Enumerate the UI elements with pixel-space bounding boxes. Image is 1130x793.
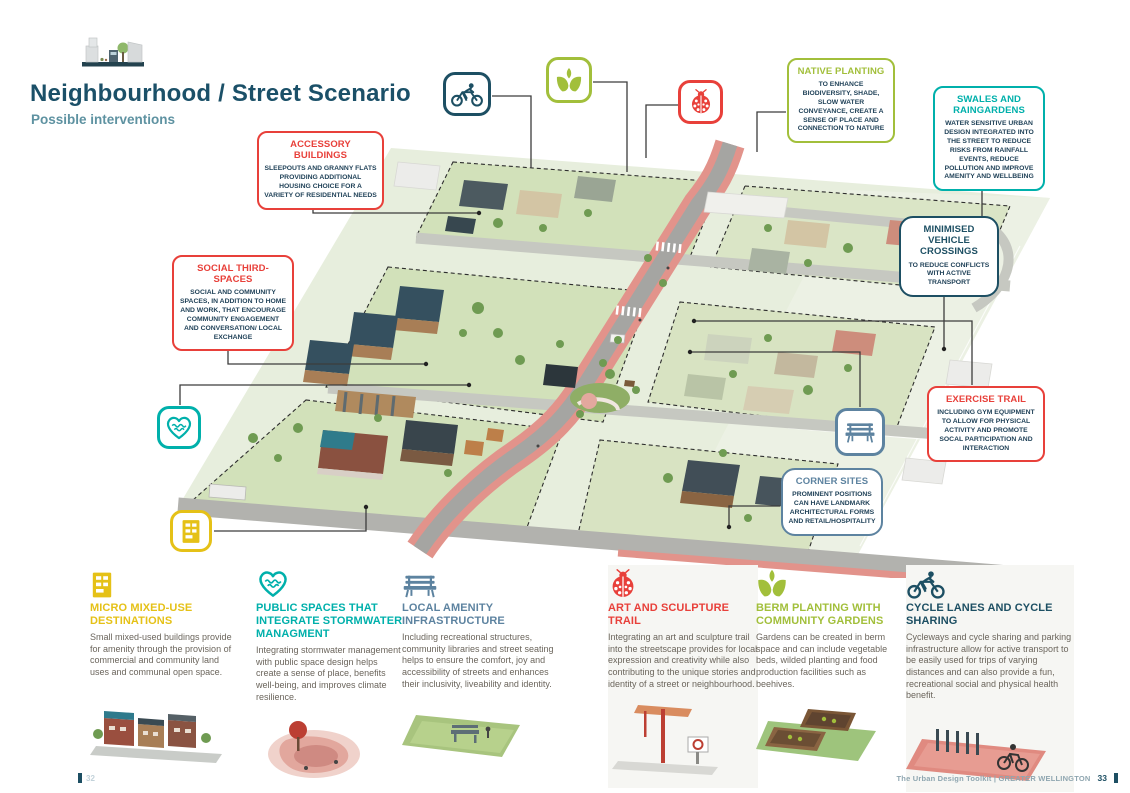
legend-title: BERM PLANTING WITH COMMUNITY GARDENS (756, 602, 884, 627)
legend-public-spaces-stormwater: PUBLIC SPACES THAT INTEGRATE STORMWATER … (256, 565, 404, 789)
callout-accessory-buildings: ACCESSORY BUILDINGS SLEEPOUTS AND GRANNY… (257, 131, 384, 210)
legend-berm-planting: BERM PLANTING WITH COMMUNITY GARDENS Gar… (756, 565, 906, 768)
bench-icon (402, 565, 560, 599)
callout-social-third-spaces: SOCIAL THIRD-SPACES SOCIAL AND COMMUNITY… (172, 255, 294, 352)
legend-body: Gardens can be created in berm space and… (756, 631, 888, 689)
legend-local-amenity: LOCAL AMENITY INFRASTRUCTURE Including r… (402, 565, 560, 766)
legend-cycle-lanes: CYCLE LANES AND CYCLE SHARING Cycleways … (906, 565, 1074, 793)
callout-native-planting: NATIVE PLANTING TO ENHANCE BIODIVERSITY,… (787, 58, 895, 144)
legend-body: Including recreational structures, commu… (402, 631, 554, 689)
sculpture-illustration (612, 705, 718, 776)
plant-icon (546, 57, 592, 103)
legend-title: CYCLE LANES AND CYCLE SHARING (906, 602, 1053, 627)
legend-title: PUBLIC SPACES THAT INTEGRATE STORMWATER … (256, 602, 403, 640)
street-scene-logo (82, 37, 144, 67)
callout-minimised-vehicle-crossings: MINIMISED VEHICLE CROSSINGS TO REDUCE CO… (899, 216, 999, 298)
garden-beds-illustration (756, 709, 876, 762)
page-title: Neighbourhood / Street Scenario (30, 80, 411, 107)
callout-title: ACCESSORY BUILDINGS (290, 139, 351, 162)
right-page-number: 33 (1097, 773, 1107, 783)
page-marker-bar (78, 773, 82, 783)
legend-body: Small mixed-used buildings provide for a… (90, 631, 232, 677)
cyclist-icon (443, 72, 491, 116)
building-icon (170, 510, 212, 552)
cyclist-icon (906, 565, 1074, 599)
callout-corner-sites: CORNER SITES PROMINENT POSITIONS CAN HAV… (781, 468, 883, 536)
footer-left: 32 (78, 773, 95, 783)
plant-icon (756, 565, 906, 599)
callout-title: SOCIAL THIRD-SPACES (197, 263, 269, 286)
callout-body: SOCIAL AND COMMUNITY SPACES, IN ADDITION… (180, 289, 286, 341)
ladybug-icon (608, 565, 758, 599)
callout-title: CORNER SITES (795, 476, 869, 487)
legend-body: Integrating stormwater management with p… (256, 644, 401, 702)
callout-body: PROMINENT POSITIONS CAN HAVE LANDMARK AR… (788, 491, 876, 525)
left-page-number: 32 (86, 773, 95, 783)
heart-waves-icon (157, 406, 201, 449)
cycle-path-illustration (906, 729, 1046, 782)
legend-micro-mixed-use: MICRO MIXED-USE DESTINATIONS Small mixed… (90, 565, 240, 769)
mixed-use-illustration (90, 710, 222, 763)
callout-title: MINIMISED VEHICLE CROSSINGS (920, 224, 978, 258)
legend-title: ART AND SCULPTURE TRAIL (608, 602, 730, 627)
bench-icon (835, 408, 885, 456)
legend-body: Cycleways and cycle sharing and parking … (906, 631, 1072, 701)
building-icon (90, 565, 240, 599)
amenity-illustration (402, 715, 520, 758)
page-subtitle: Possible interventions (31, 112, 176, 127)
callout-body: TO ENHANCE BIODIVERSITY, SHADE, SLOW WAT… (797, 81, 885, 133)
footer-right: The Urban Design Toolkit | GREATER WELLI… (896, 773, 1118, 783)
footer-credit: The Urban Design Toolkit | GREATER WELLI… (896, 773, 1091, 783)
callout-body: INCLUDING GYM EQUIPMENT TO ALLOW FOR PHY… (937, 409, 1035, 452)
callout-title: EXERCISE TRAIL (945, 394, 1027, 405)
legend-title: LOCAL AMENITY INFRASTRUCTURE (402, 602, 505, 627)
callout-body: WATER SENSITIVE URBAN DESIGN INTEGRATED … (944, 120, 1034, 181)
callout-body: SLEEPOUTS AND GRANNY FLATS PROVIDING ADD… (264, 165, 377, 199)
callout-exercise-trail: EXERCISE TRAIL INCLUDING GYM EQUIPMENT T… (927, 386, 1045, 463)
callout-swales-raingardens: SWALES AND RAINGARDENS WATER SENSITIVE U… (933, 86, 1045, 192)
callout-title: SWALES AND RAINGARDENS (953, 94, 1025, 117)
legend-body: Integrating an art and sculpture trail i… (608, 631, 758, 689)
heart-waves-icon (256, 565, 404, 599)
legend-art-sculpture: ART AND SCULPTURE TRAIL Integrating an a… (608, 565, 758, 789)
callout-title: NATIVE PLANTING (797, 66, 885, 77)
callout-body: TO REDUCE CONFLICTS WITH ACTIVE TRANSPOR… (908, 261, 990, 287)
ladybug-icon (678, 80, 723, 124)
stormwater-illustration (268, 721, 360, 779)
page-marker-bar (1114, 773, 1118, 783)
legend-title: MICRO MIXED-USE DESTINATIONS (90, 602, 193, 627)
